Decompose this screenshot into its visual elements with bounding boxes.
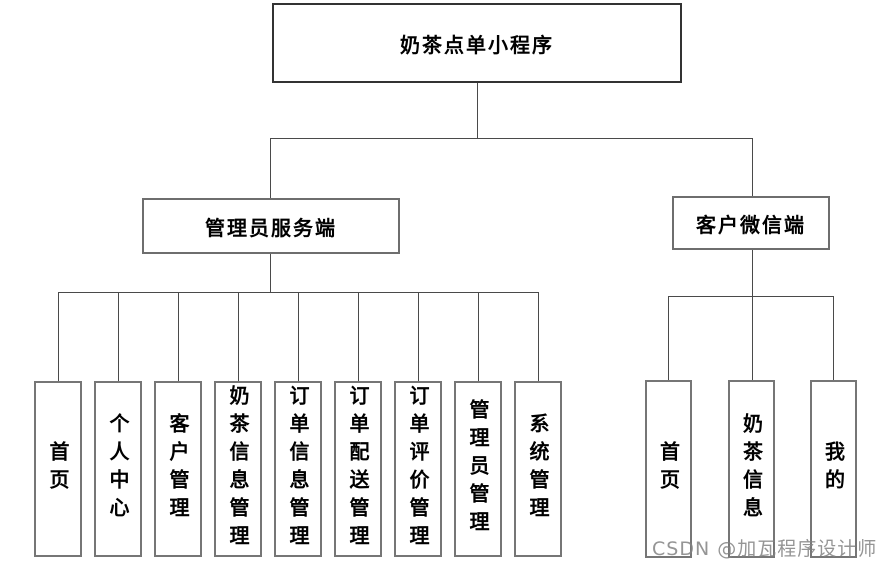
leaf-label: 管理员管理 — [466, 399, 490, 539]
connector-line — [752, 296, 753, 380]
connector-line — [538, 292, 539, 381]
watermark: CSDN @加瓦程序设计师 — [652, 538, 878, 560]
connector-line — [833, 296, 834, 380]
connector-line — [478, 292, 479, 381]
connector-line — [358, 292, 359, 381]
node-client-side: 客户微信端 — [672, 196, 830, 250]
leaf-label: 订单评价管理 — [406, 385, 430, 553]
connector-line — [668, 296, 669, 380]
connector-line — [270, 138, 753, 139]
leaf-label: 我的 — [821, 441, 846, 497]
connector-line — [752, 138, 753, 196]
connector-line — [238, 292, 239, 381]
node-client-side-label: 客户微信端 — [696, 212, 806, 237]
node-admin-side-label: 管理员服务端 — [205, 215, 337, 240]
leaf-label: 奶茶信息 — [739, 413, 764, 525]
leaf-customer-management: 客户管理 — [154, 381, 202, 557]
leaf-label: 客户管理 — [166, 413, 190, 525]
leaf-label: 个人中心 — [106, 413, 130, 525]
leaf-personal-center: 个人中心 — [94, 381, 142, 557]
leaf-order-review-management: 订单评价管理 — [394, 381, 442, 557]
leaf-home-admin: 首页 — [34, 381, 82, 557]
leaf-home-client: 首页 — [645, 380, 692, 558]
connector-line — [752, 250, 753, 297]
leaf-label: 订单配送管理 — [346, 385, 370, 553]
leaf-label: 系统管理 — [526, 413, 550, 525]
connector-line — [298, 292, 299, 381]
leaf-order-delivery-management: 订单配送管理 — [334, 381, 382, 557]
leaf-label: 奶茶信息管理 — [226, 385, 250, 553]
node-root: 奶茶点单小程序 — [272, 3, 682, 83]
connector-line — [668, 296, 834, 297]
connector-line — [477, 83, 478, 138]
node-admin-side: 管理员服务端 — [142, 198, 400, 254]
connector-line — [418, 292, 419, 381]
leaf-milktea-info: 奶茶信息 — [728, 380, 775, 558]
connector-line — [178, 292, 179, 381]
connector-line — [58, 292, 59, 381]
leaf-label: 首页 — [656, 441, 681, 497]
leaf-system-management: 系统管理 — [514, 381, 562, 557]
leaf-milktea-info-management: 奶茶信息管理 — [214, 381, 262, 557]
leaf-label: 订单信息管理 — [286, 385, 310, 553]
connector-line — [118, 292, 119, 381]
connector-line — [270, 138, 271, 198]
leaf-label: 首页 — [46, 441, 70, 497]
leaf-admin-management: 管理员管理 — [454, 381, 502, 557]
node-root-label: 奶茶点单小程序 — [400, 32, 554, 57]
connector-line — [270, 254, 271, 293]
leaf-order-info-management: 订单信息管理 — [274, 381, 322, 557]
leaf-mine: 我的 — [810, 380, 857, 558]
